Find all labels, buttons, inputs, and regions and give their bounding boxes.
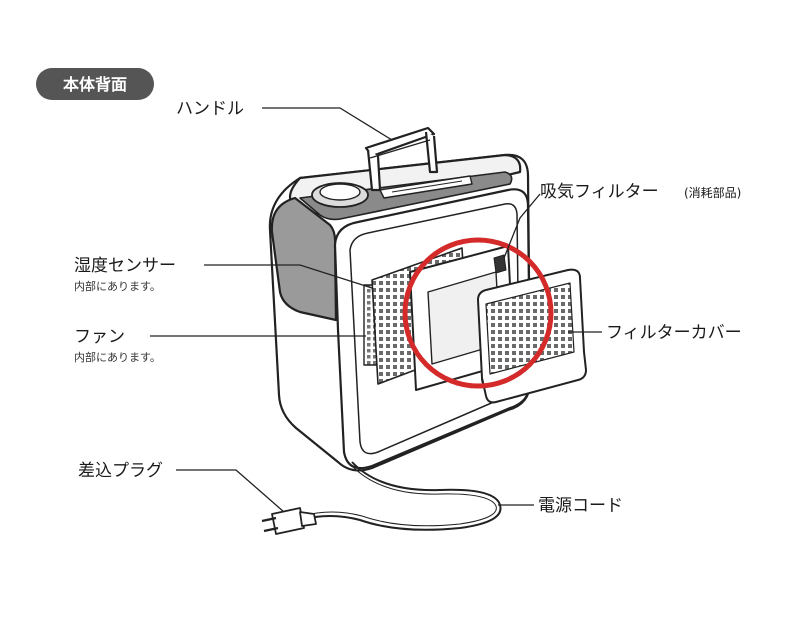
handle-icon: [364, 126, 439, 192]
leader-humidity-sensor: [204, 264, 373, 289]
rear-view-badge: 本体背面: [36, 68, 154, 100]
filter-cover-icon: [477, 268, 587, 404]
label-fan: ファン: [74, 327, 125, 347]
badge-background: [36, 68, 154, 100]
leader-plug: [176, 469, 285, 513]
label-intake-filter-note: (消耗部品): [684, 185, 741, 200]
label-filter-cover: フィルターカバー: [606, 323, 742, 343]
power-cord-icon: [299, 461, 502, 531]
leader-lines: [150, 107, 602, 513]
badge-label: 本体背面: [63, 75, 127, 94]
label-handle: ハンドル: [176, 99, 244, 119]
power-plug-icon: [261, 507, 317, 535]
label-humidity-sensor: 湿度センサー: [74, 256, 176, 276]
leader-intake-filter: [503, 193, 541, 259]
label-humidity-sensor-note: 内部にあります。: [74, 279, 161, 293]
label-fan-note: 内部にあります。: [74, 350, 161, 364]
label-intake-filter: 吸気フィルター: [540, 182, 659, 202]
highlight-circle-icon: [402, 237, 554, 389]
leader-handle: [262, 107, 393, 141]
label-power-cord: 電源コード: [538, 496, 623, 516]
label-plug: 差込プラグ: [78, 461, 163, 481]
